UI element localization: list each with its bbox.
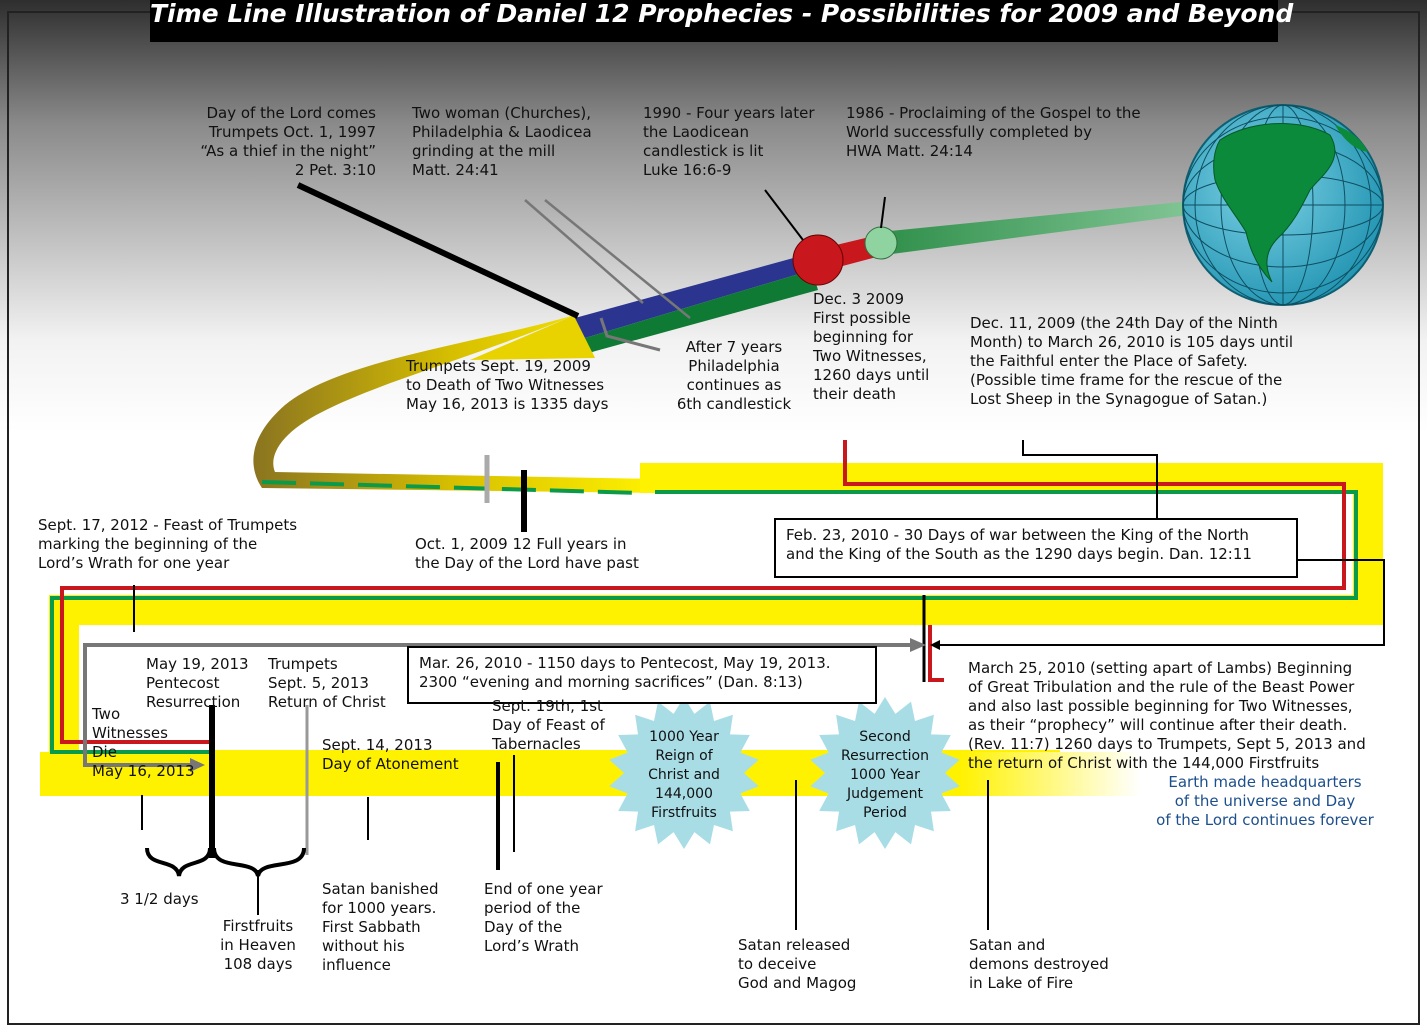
box-feb23-2010: Feb. 23, 2010 - 30 Days of war between t…: [774, 518, 1298, 578]
ribbon-curve: [253, 315, 660, 493]
label-end-one-year: End of one year period of the Day of the…: [484, 880, 603, 955]
label-march25-2010: March 25, 2010 (setting apart of Lambs) …: [968, 659, 1366, 772]
label-satan-released: Satan released to deceive God and Magog: [738, 936, 857, 992]
red-branch: [928, 625, 944, 682]
label-three-half-days: 3 1/2 days: [120, 890, 199, 908]
label-dec3-2009: Dec. 3 2009 First possible beginning for…: [813, 290, 930, 403]
label-may19-2013: May 19, 2013 Pentecost Resurrection: [146, 655, 249, 711]
greenland-land: [1335, 125, 1368, 152]
label-firstfruits-heaven: Firstfruits in Heaven 108 days: [220, 917, 296, 973]
ribbon-fill: [470, 315, 595, 360]
label-satan-banished: Satan banished for 1000 years. First Sab…: [322, 880, 439, 974]
red-circle-1990: [792, 234, 844, 286]
label-sept19-tabernacles: Sept. 19th, 1st Day of Feast of Tabernac…: [492, 697, 605, 753]
feb23-arrowhead: [930, 640, 940, 650]
mar26-end-arrowhead: [190, 758, 205, 772]
two-women-pointer-b: [544, 199, 691, 319]
mar26-gray-arrow: [83, 643, 917, 767]
mar26-arrowhead: [910, 638, 926, 652]
after-7-years-pointer: [599, 317, 661, 352]
label-after-7-years: After 7 years Philadelphia continues as …: [676, 338, 792, 413]
yellow-fade-band: [960, 752, 1140, 796]
gospel-pointer: [880, 196, 886, 229]
label-dec11-2009: Dec. 11, 2009 (the 24th Day of the Ninth…: [970, 314, 1294, 408]
green-line: [50, 490, 1358, 754]
label-gospel-1986: 1986 - Proclaiming of the Gospel to the …: [846, 104, 1141, 160]
dec11-pointer: [1022, 440, 1158, 520]
label-oct1-2009: Oct. 1, 2009 12 Full years in the Day of…: [415, 535, 639, 572]
north-america-land: [1213, 123, 1336, 283]
starburst-1000-year-reign: [609, 697, 759, 849]
label-sept17-2012: Sept. 17, 2012 - Feast of Trumpets marki…: [38, 516, 298, 572]
red-line: [60, 440, 1346, 744]
blue-band: [575, 254, 812, 338]
box-mar26-2010: Mar. 26, 2010 - 1150 days to Pentecost, …: [407, 646, 877, 704]
label-trumpets-2013: Trumpets Sept. 5, 2013 Return of Christ: [268, 655, 386, 711]
label-two-women: Two woman (Churches), Philadelphia & Lao…: [412, 104, 592, 179]
label-sept14-2013: Sept. 14, 2013 Day of Atonement: [322, 736, 459, 773]
dashed-green-line: [261, 480, 641, 495]
brace-three-half-days: [145, 847, 212, 877]
diagram-title: Time Line Illustration of Daniel 12 Prop…: [150, 0, 1293, 42]
brace-firstfruits: [212, 847, 306, 877]
label-laodicean-1990: 1990 - Four years later the Laodicean ca…: [643, 104, 815, 179]
label-second-resurrection: Second Resurrection 1000 Year Judgement …: [841, 729, 929, 821]
label-day-of-lord: Day of the Lord comes Trumpets Oct. 1, 1…: [200, 104, 376, 179]
day-of-lord-pointer: [296, 182, 580, 319]
label-trumpets-2009: Trumpets Sept. 19, 2009 to Death of Two …: [406, 357, 609, 413]
label-earth-headquarters: Earth made headquarters of the universe …: [1156, 773, 1374, 829]
green-circle-1986: [864, 226, 898, 260]
feb23-connector: [938, 559, 1385, 646]
label-satan-destroyed: Satan and demons destroyed in Lake of Fi…: [969, 936, 1109, 992]
laodicean-pointer: [764, 189, 804, 241]
two-women-pointer-a: [524, 199, 644, 304]
label-two-witnesses-die: Two Witnesses Die May 16, 2013: [92, 705, 195, 780]
starburst-second-resurrection: [810, 697, 960, 849]
green-band: [585, 270, 818, 352]
label-1000-year-reign: 1000 Year Reign of Christ and 144,000 Fi…: [648, 729, 720, 821]
